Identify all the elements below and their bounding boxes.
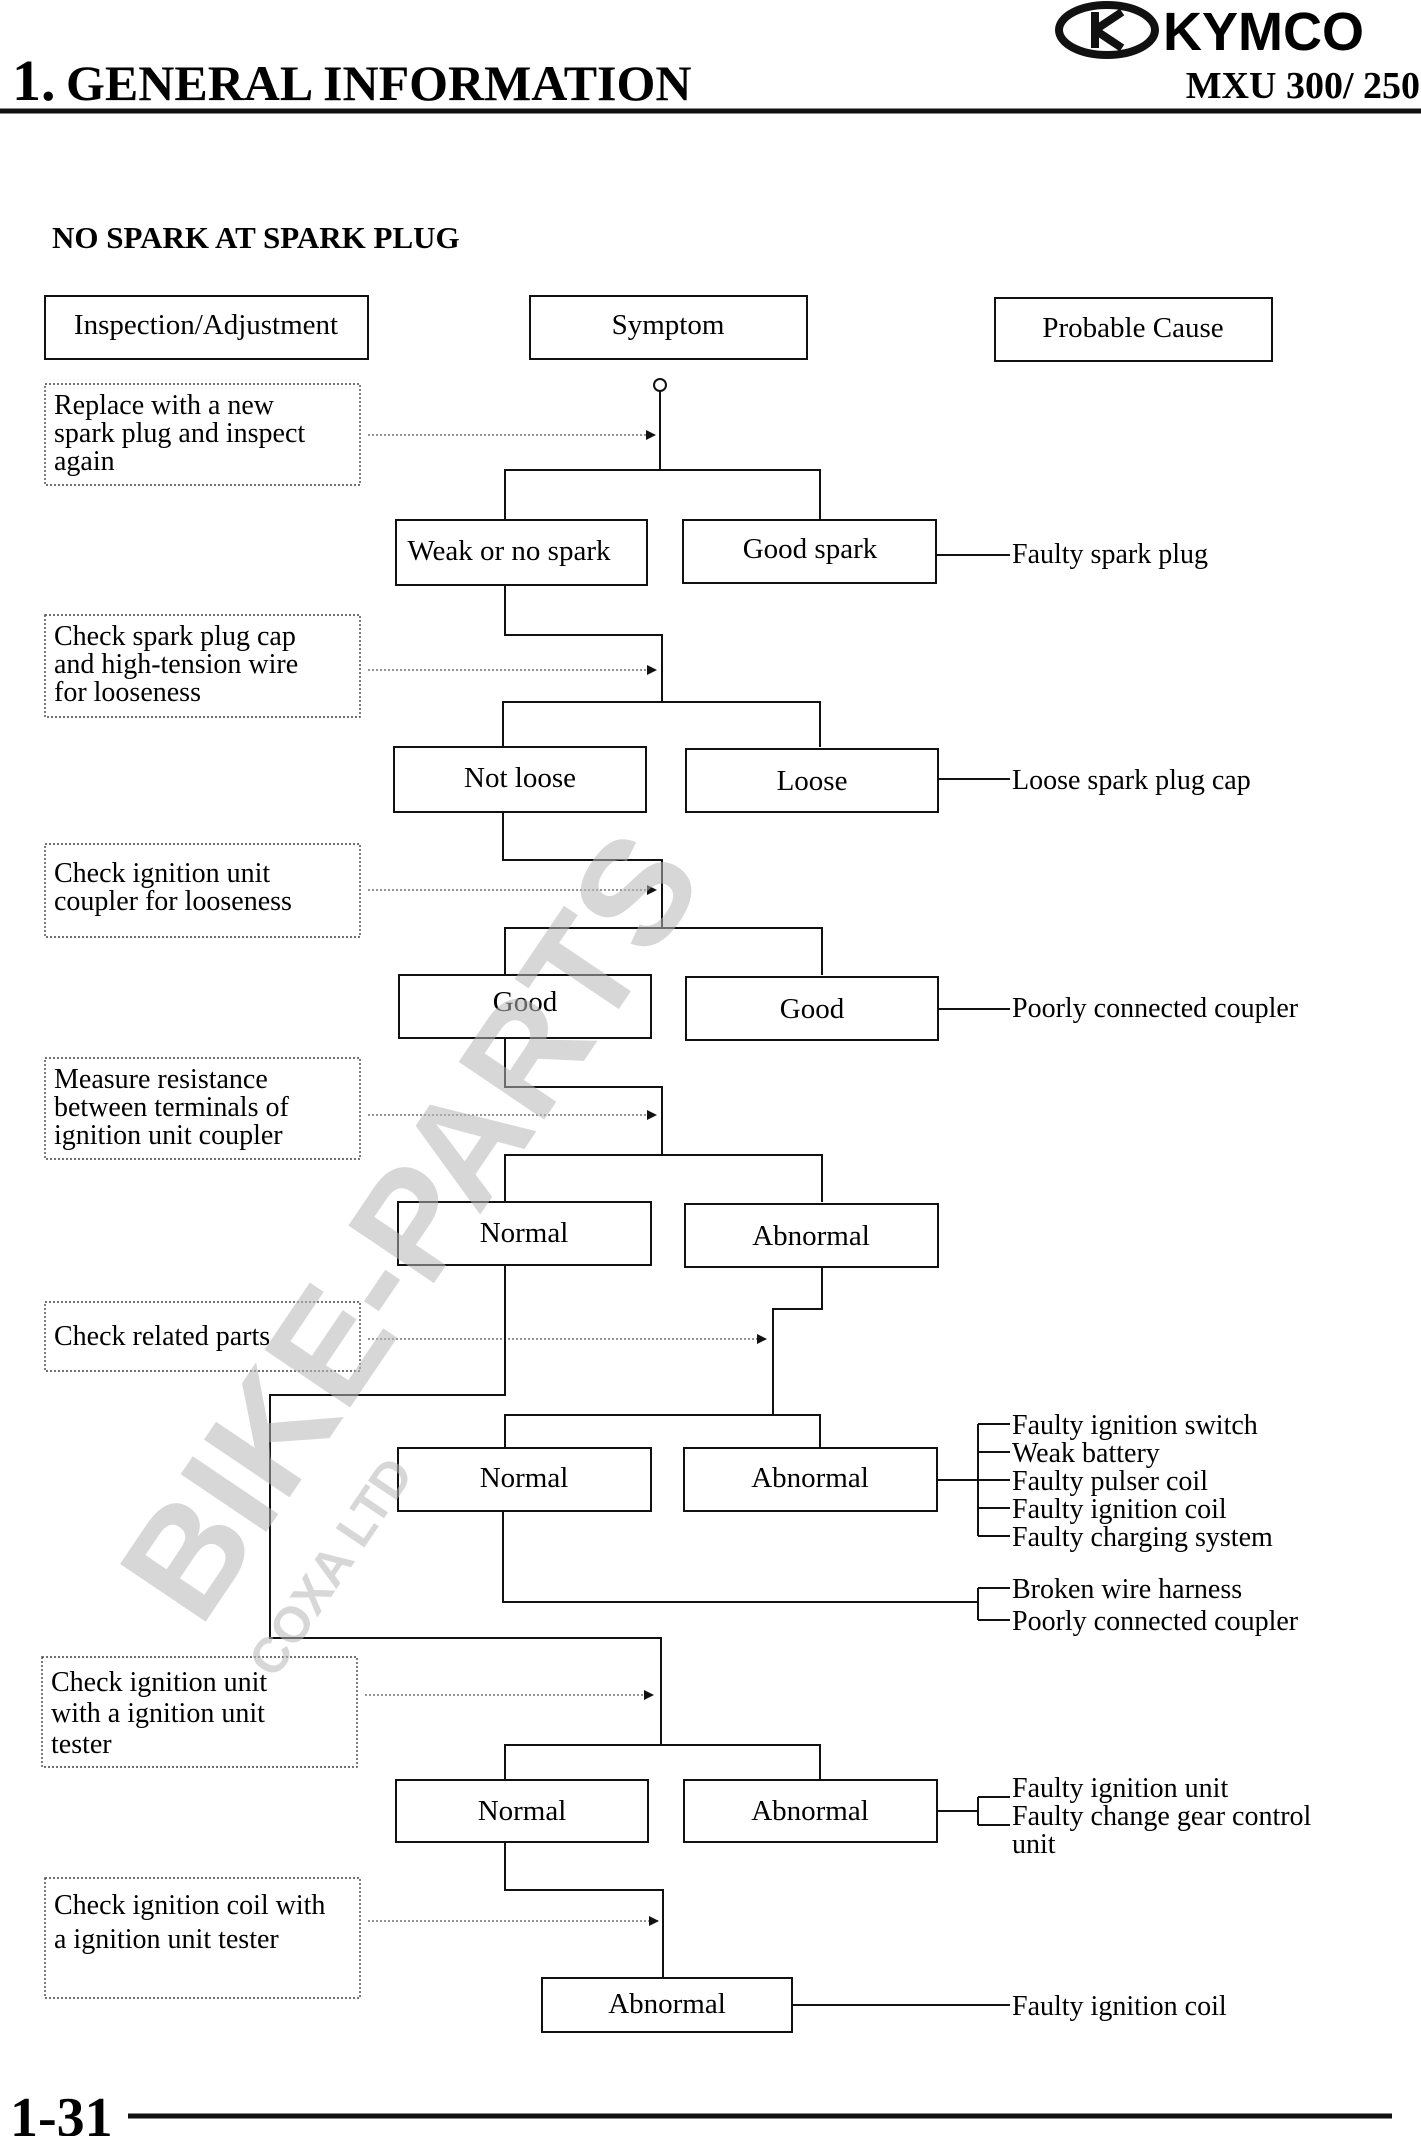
page-header: 1. GENERAL INFORMATION KYMCO MXU 300/ 25… [0, 1, 1421, 114]
cause-text: Faulty change gear control [1012, 1801, 1312, 1832]
symptom-box [395, 519, 648, 586]
symptom-label: Weak or no spark [407, 535, 611, 567]
inspection-line: for looseness [54, 677, 201, 708]
inspection-line: Check related parts [54, 1321, 270, 1352]
cause-text: Faulty pulser coil [1012, 1466, 1208, 1497]
cause-header: Probable Cause [1042, 312, 1223, 344]
symptom-box [395, 1779, 649, 1843]
symptom-label: Not loose [464, 762, 576, 794]
symptom-boxes: Weak or no spark Good spark Not loose Lo… [393, 519, 939, 2033]
brand-wordmark: KYMCO [1163, 2, 1364, 62]
inspection-line: Check ignition coil with [54, 1890, 325, 1921]
symptom-box [685, 748, 939, 813]
inspection-step-5: Check related parts [44, 1301, 361, 1372]
cause-connectors [792, 554, 1010, 2006]
inspection-header-box [44, 295, 369, 360]
symptom-label: Abnormal [751, 1795, 869, 1827]
cause-list: Faulty ignition unit Faulty change gear … [1012, 1773, 1318, 1860]
cause-text: Faulty spark plug [1012, 539, 1208, 570]
inspection-line: again [54, 446, 115, 477]
inspection-line: between terminals of [54, 1092, 289, 1123]
symptom-label: Normal [480, 1217, 569, 1249]
symptom-label: Good [493, 986, 558, 1018]
symptom-label: Good spark [743, 533, 878, 565]
symptom-box [683, 1779, 938, 1843]
symptom-header-box [529, 295, 808, 360]
inspection-line: Check ignition unit [51, 1667, 267, 1698]
cause-text: Faulty ignition switch [1012, 1410, 1258, 1441]
cause-text: Broken wire harness [1012, 1574, 1242, 1605]
symptom-box [397, 1201, 652, 1266]
inspection-line: coupler for looseness [54, 886, 292, 917]
cause-text: Faulty ignition unit [1012, 1773, 1228, 1804]
inspection-line: spark plug and inspect [54, 418, 305, 449]
symptom-label: Abnormal [751, 1462, 869, 1494]
cause-text: Poorly connected coupler [1012, 993, 1299, 1024]
inspection-line: Check spark plug cap [54, 621, 296, 652]
symptom-label: Normal [478, 1795, 567, 1827]
symptom-label: Loose [777, 765, 848, 797]
cause-text: Faulty charging system [1012, 1522, 1273, 1553]
symptom-box [684, 1203, 939, 1268]
section-title: NO SPARK AT SPARK PLUG [52, 220, 460, 255]
inspection-line: tester [51, 1729, 112, 1760]
symptom-box [541, 1977, 793, 2033]
page-footer: 1-31 [10, 2087, 1392, 2136]
inspection-line: with a ignition unit [51, 1698, 265, 1729]
kymco-emblem-icon [1055, 1, 1159, 59]
symptom-label: Normal [480, 1462, 569, 1494]
symptom-box [393, 746, 647, 813]
inspection-header: Inspection/Adjustment [74, 309, 338, 341]
probable-causes: Faulty spark plug Loose spark plug cap P… [1012, 539, 1318, 2022]
inspection-line: Check ignition unit [54, 858, 270, 889]
chapter-number: 1. [12, 48, 56, 113]
kymco-logo: KYMCO [1055, 1, 1364, 62]
cause-text: Poorly connected coupler [1012, 1606, 1299, 1637]
inspection-line: and high-tension wire [54, 649, 298, 680]
cause-text: Weak battery [1012, 1438, 1160, 1469]
symptom-box [682, 519, 937, 584]
cause-text: Faulty ignition coil [1012, 1991, 1227, 2022]
chapter-title: GENERAL INFORMATION [66, 55, 692, 111]
cause-header-box [994, 297, 1273, 362]
symptom-box [683, 1447, 938, 1512]
page-number: 1-31 [10, 2087, 113, 2136]
model-label: MXU 300/ 250 [1186, 65, 1420, 107]
flow-lines [269, 378, 978, 1978]
symptom-label: Abnormal [752, 1220, 870, 1252]
cause-list: Broken wire harness Poorly connected cou… [1012, 1574, 1299, 1637]
cause-list: Faulty ignition switch Weak battery Faul… [1012, 1410, 1273, 1553]
start-node [653, 378, 667, 392]
kymco-k-mark [1091, 8, 1125, 52]
symptom-label: Good [780, 993, 845, 1025]
inspection-line: Measure resistance [54, 1064, 268, 1095]
cause-text: unit [1012, 1829, 1056, 1860]
symptom-box [397, 1447, 652, 1512]
column-headers: Inspection/Adjustment Symptom Probable C… [44, 295, 1273, 362]
inspection-line: ignition unit coupler [54, 1120, 283, 1151]
inspection-line: a ignition unit tester [54, 1924, 279, 1955]
cause-text: Loose spark plug cap [1012, 765, 1251, 796]
symptom-header: Symptom [612, 309, 725, 341]
inspection-line: Replace with a new [54, 390, 275, 421]
symptom-box [398, 974, 652, 1039]
cause-text: Faulty ignition coil [1012, 1494, 1227, 1525]
inspection-arrows [365, 430, 767, 1926]
symptom-label: Abnormal [608, 1988, 726, 2020]
